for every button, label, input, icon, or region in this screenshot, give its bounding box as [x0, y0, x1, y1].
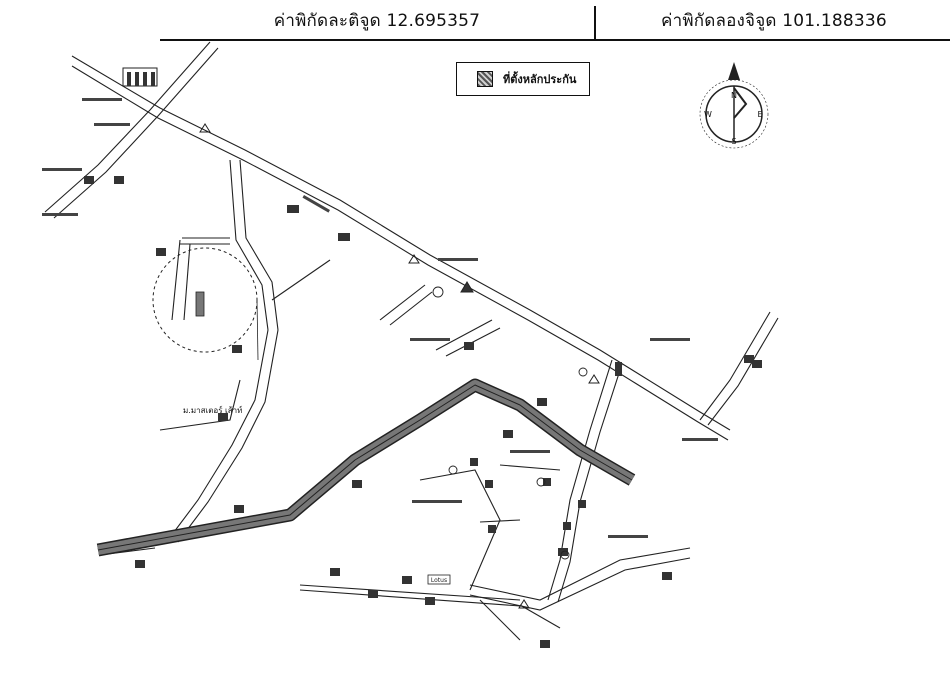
compass-w: W: [704, 110, 712, 119]
poi-markers: [432, 286, 588, 560]
building-icons: [84, 67, 762, 648]
collateral-location-swatch: [477, 71, 493, 87]
zoom-leader-line: [256, 299, 259, 361]
longitude-label: ค่าพิกัดลองจิจูด 101.188336: [661, 10, 887, 31]
zoom-circle: [152, 247, 258, 353]
latitude-label: ค่าพิกัดละติจูด 12.695357: [273, 10, 481, 31]
mastershome-label: ม.มาสเตอร์ เส้าท์: [183, 405, 242, 415]
header-divider: [594, 6, 596, 40]
temple-icons: [199, 123, 600, 609]
road-network: [44, 41, 779, 641]
compass-rose: N E S W: [699, 62, 769, 149]
compass-e: E: [757, 110, 762, 119]
lotus-label: Lotus: [431, 577, 447, 584]
collateral-marker: [195, 291, 205, 317]
motorway: [96, 378, 636, 557]
map-annotation-marks: [42, 98, 718, 538]
lotus-store: Lotus: [427, 574, 451, 585]
header-underline: [160, 39, 950, 41]
compass-s: S: [731, 137, 736, 146]
compass-n: N: [731, 91, 737, 100]
coordinates-header: ค่าพิกัดละติจูด 12.695357 ค่าพิกัดลองจิจ…: [0, 0, 950, 41]
legend-label: ที่ตั้งหลักประกัน: [503, 73, 577, 86]
map-legend: ที่ตั้งหลักประกัน: [456, 62, 590, 96]
